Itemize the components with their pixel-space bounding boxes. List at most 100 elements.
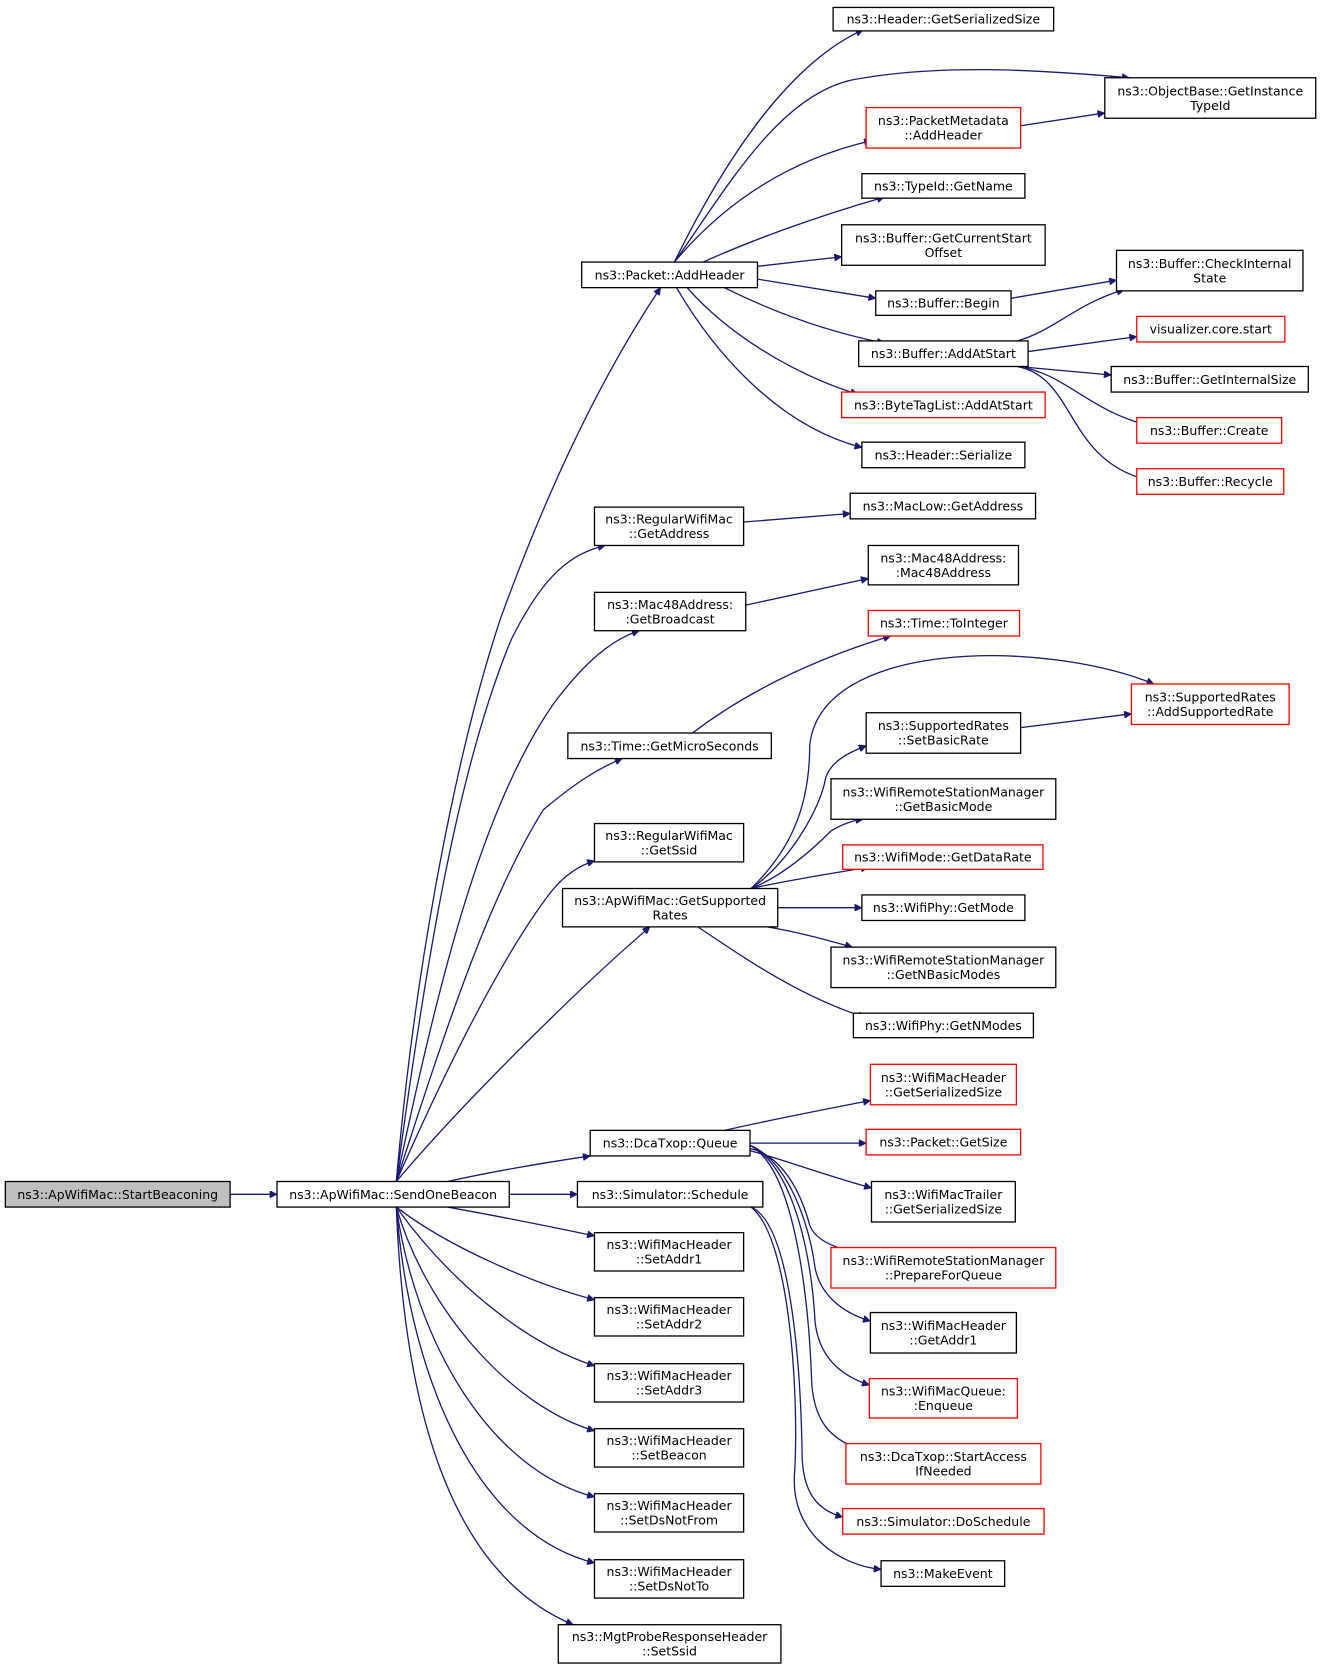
node-label-line: ns3::Buffer::GetCurrentStart [855, 230, 1032, 245]
node-time-getmicroseconds[interactable]: ns3::Time::GetMicroSeconds [567, 732, 772, 760]
node-simulator-doschedule[interactable]: ns3::Simulator::DoSchedule [842, 1507, 1045, 1535]
node-label-line: ns3::Packet::AddHeader [595, 267, 746, 282]
node-label-line: ns3::WifiRemoteStationManager [843, 953, 1046, 968]
node-label-line: ns3::WifiPhy::GetMode [873, 900, 1014, 915]
node-bytetaglist-addatstart[interactable]: ns3::ByteTagList::AddAtStart [841, 391, 1046, 419]
node-wifiremotestationmanager-getbasicmode[interactable]: ns3::WifiRemoteStationManager::GetBasicM… [830, 778, 1057, 820]
node-label-line: ns3::Buffer::Create [1150, 423, 1269, 438]
node-wifimacheader-setaddr3[interactable]: ns3::WifiMacHeader::SetAddr3 [593, 1363, 745, 1403]
node-makeevent[interactable]: ns3::MakeEvent [880, 1560, 1006, 1587]
node-buffer-create[interactable]: ns3::Buffer::Create [1136, 416, 1283, 444]
node-label-line: ns3::Simulator::DoSchedule [856, 1514, 1030, 1529]
node-wifiphy-getmode[interactable]: ns3::WifiPhy::GetMode [861, 894, 1026, 922]
node-wifimacheader-getserializedsize[interactable]: ns3::WifiMacHeader::GetSerializedSize [869, 1063, 1018, 1106]
node-wifimacheader-setdsnotto[interactable]: ns3::WifiMacHeader::SetDsNotTo [593, 1559, 745, 1599]
node-simulator-schedule[interactable]: ns3::Simulator::Schedule [576, 1180, 764, 1208]
edge-packet-addheader-to-bytetaglist-addatstart [686, 287, 857, 395]
node-wifimode-getdatarate[interactable]: ns3::WifiMode::GetDataRate [842, 844, 1044, 870]
edge-apwifimac-getsupportedrates-to-wifiremotestationmanager-getnbasicmodes [766, 926, 852, 947]
node-box [841, 391, 1046, 419]
node-label-line: Offset [925, 245, 963, 260]
node-box [852, 1012, 1035, 1039]
node-mac48address-mac48address[interactable]: ns3::Mac48Address::Mac48Address [867, 544, 1020, 586]
edge-regularwifimac-getaddress-to-maclow-getaddress [743, 514, 851, 523]
node-box [593, 591, 747, 632]
node-box [861, 894, 1026, 922]
node-wifimacqueue-enqueue[interactable]: ns3::WifiMacQueue::Enqueue [868, 1377, 1019, 1419]
node-startbeaconing[interactable]: ns3::ApWifiMac::StartBeaconing [4, 1180, 231, 1208]
node-label-line: ::SetDsNotFrom [620, 1513, 718, 1528]
node-label-line: ns3::TypeId::GetName [874, 178, 1013, 193]
node-sendonebeacon[interactable]: ns3::ApWifiMac::SendOneBeacon [276, 1180, 510, 1208]
node-packet-addheader[interactable]: ns3::Packet::AddHeader [581, 261, 759, 289]
edge-buffer-addatstart-to-buffer-recycle [1017, 365, 1145, 479]
edge-sendonebeacon-to-apwifimac-getsupportedrates [395, 927, 650, 1182]
node-box [581, 261, 759, 289]
node-wifiremotestationmanager-prepareforqueue[interactable]: ns3::WifiRemoteStationManager::PrepareFo… [830, 1246, 1057, 1289]
node-box [576, 1180, 764, 1208]
node-mgtproberesponseheader-setssid[interactable]: ns3::MgtProbeResponseHeader::SetSsid [557, 1624, 782, 1664]
node-packetmetadata-addheader[interactable]: ns3::PacketMetadata::AddHeader [865, 106, 1022, 149]
node-mac48address-getbroadcast[interactable]: ns3::Mac48Address::GetBroadcast [593, 591, 747, 632]
node-box [869, 1063, 1018, 1106]
node-label-line: ns3::Simulator::Schedule [592, 1187, 749, 1202]
edge-sendonebeacon-to-wifimacheader-setaddr1 [447, 1206, 594, 1236]
node-regularwifimac-getssid[interactable]: ns3::RegularWifiMac::GetSsid [593, 822, 745, 863]
node-packet-getsize[interactable]: ns3::Packet::GetSize [865, 1128, 1022, 1156]
edge-packetmetadata-addheader-to-objectbase-getinstancetypeid [1020, 113, 1105, 127]
node-label-line: ns3::WifiMacHeader [607, 1433, 733, 1448]
node-regularwifimac-getaddress[interactable]: ns3::RegularWifiMac::GetAddress [593, 506, 745, 547]
node-box [593, 1231, 745, 1272]
edge-packet-addheader-to-typeid-getname [702, 197, 884, 263]
node-wifimactrailer-getserializedsize[interactable]: ns3::WifiMacTrailer::GetSerializedSize [870, 1180, 1016, 1223]
edge-buffer-begin-to-buffer-checkinternalstate [1010, 280, 1116, 299]
node-box [867, 544, 1020, 586]
edge-simulator-schedule-to-makeevent [750, 1206, 881, 1569]
node-buffer-recycle[interactable]: ns3::Buffer::Recycle [1136, 468, 1285, 495]
node-header-getserializedsize[interactable]: ns3::Header::GetSerializedSize [832, 6, 1055, 32]
node-label-line: ns3::ApWifiMac::GetSupported [574, 893, 766, 908]
node-buffer-begin[interactable]: ns3::Buffer::Begin [875, 290, 1012, 317]
node-dcatxop-queue[interactable]: ns3::DcaTxop::Queue [589, 1129, 751, 1157]
node-label-line: ns3::Buffer::CheckInternal [1128, 256, 1292, 271]
node-wifiremotestationmanager-getnbasicmodes[interactable]: ns3::WifiRemoteStationManager::GetNBasic… [830, 946, 1057, 989]
node-label-line: ns3::MacLow::GetAddress [863, 499, 1024, 514]
node-supportedrates-addsupportedrate[interactable]: ns3::SupportedRates::AddSupportedRate [1130, 683, 1290, 726]
node-box [830, 778, 1057, 820]
node-label-line: ns3::PacketMetadata [878, 113, 1009, 128]
node-typeid-getname[interactable]: ns3::TypeId::GetName [861, 173, 1026, 199]
node-box [276, 1180, 510, 1208]
node-wifimacheader-getaddr1[interactable]: ns3::WifiMacHeader::GetAddr1 [869, 1311, 1018, 1354]
node-header-serialize[interactable]: ns3::Header::Serialize [861, 441, 1026, 469]
edge-packet-addheader-to-buffer-begin [757, 278, 875, 298]
node-label-line: ns3::WifiRemoteStationManager [843, 1253, 1046, 1268]
node-box [849, 492, 1037, 520]
node-wifimacheader-setaddr1[interactable]: ns3::WifiMacHeader::SetAddr1 [593, 1231, 745, 1272]
node-buffer-getinternalsize[interactable]: ns3::Buffer::GetInternalSize [1110, 365, 1309, 393]
node-label-line: ns3::Buffer::Begin [887, 296, 1000, 311]
node-box [869, 1311, 1018, 1354]
node-wifimacheader-setaddr2[interactable]: ns3::WifiMacHeader::SetAddr2 [593, 1296, 745, 1337]
node-wifiphy-getnmodes[interactable]: ns3::WifiPhy::GetNModes [852, 1012, 1035, 1039]
edge-dcatxop-queue-to-wifimacheader-getserializedsize [724, 1101, 870, 1131]
node-maclow-getaddress[interactable]: ns3::MacLow::GetAddress [849, 492, 1037, 520]
node-wifimacheader-setbeacon[interactable]: ns3::WifiMacHeader::SetBeacon [593, 1428, 745, 1468]
node-time-tointeger[interactable]: ns3::Time::ToInteger [867, 609, 1021, 637]
node-visualizer-core-start[interactable]: visualizer.core.start [1136, 315, 1286, 343]
node-label-line: ns3::Header::GetSerializedSize [847, 12, 1041, 27]
node-buffer-addatstart[interactable]: ns3::Buffer::AddAtStart [858, 340, 1029, 368]
node-wifimacheader-setdsnotfrom[interactable]: ns3::WifiMacHeader::SetDsNotFrom [593, 1493, 745, 1533]
node-label-line: ns3::ByteTagList::AddAtStart [854, 397, 1033, 412]
edge-apwifimac-getsupportedrates-to-supportedrates-setbasicrate [750, 746, 866, 890]
node-box [567, 732, 772, 760]
node-box [1104, 77, 1317, 119]
node-supportedrates-setbasicrate[interactable]: ns3::SupportedRates::SetBasicRate [865, 712, 1022, 754]
node-box [1115, 249, 1304, 292]
edge-sendonebeacon-to-wifimacheader-setbeacon [395, 1206, 594, 1431]
node-box [880, 1560, 1006, 1587]
